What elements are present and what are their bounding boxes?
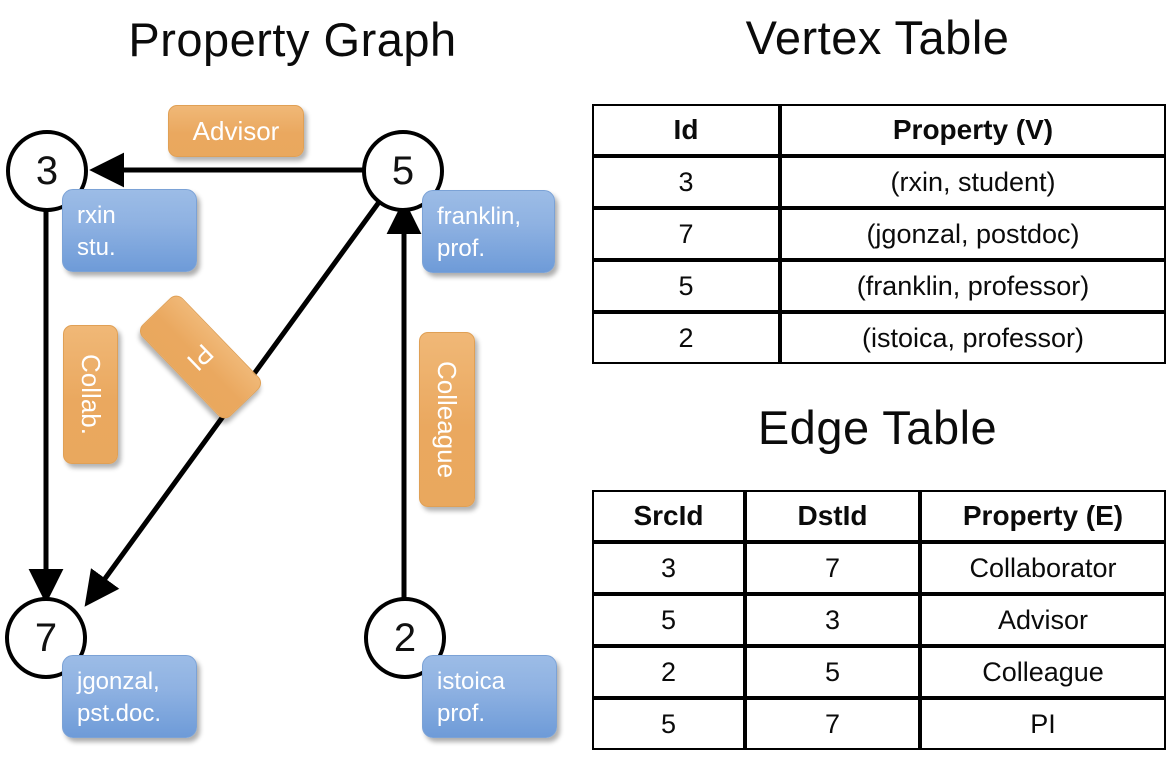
- edge-table-header-dstid: DstId: [745, 490, 920, 542]
- vertex-id-cell: 5: [592, 260, 780, 312]
- edge-label-text: Advisor: [192, 115, 280, 146]
- vertex-id-cell: 3: [592, 156, 780, 208]
- edge-dst-cell: 7: [745, 542, 920, 594]
- edge-src-cell: 5: [592, 594, 745, 646]
- vertex-prop-line: pst.doc.: [77, 699, 162, 727]
- vertex-prop-line: prof.: [437, 234, 486, 262]
- table-row[interactable]: 3 (rxin, student): [592, 156, 1166, 208]
- table-header-row: SrcId DstId Property (E): [592, 490, 1166, 542]
- edge-label-box-advisor: Advisor: [168, 105, 304, 157]
- vertex-table-header-property: Property (V): [780, 104, 1166, 156]
- edge-table-header-srcid: SrcId: [592, 490, 745, 542]
- vertex-id-cell: 2: [592, 312, 780, 364]
- graph-node-2[interactable]: 2: [364, 597, 446, 679]
- edge-dst-cell: 3: [745, 594, 920, 646]
- vertex-property-cell: (franklin, professor): [780, 260, 1166, 312]
- vertex-prop-line: prof.: [437, 699, 486, 727]
- table-row[interactable]: 2 5 Colleague: [592, 646, 1166, 698]
- edge-label-box-colleague: Colleague: [419, 332, 475, 507]
- vertex-prop-line: jgonzal,: [77, 668, 160, 695]
- edge-property-cell: PI: [920, 698, 1166, 750]
- vertex-prop-line: rxin: [77, 202, 116, 229]
- graph-node-5[interactable]: 5: [362, 130, 444, 212]
- edge-label-text: Collab.: [76, 354, 106, 435]
- vertex-id-cell: 7: [592, 208, 780, 260]
- edge-src-cell: 3: [592, 542, 745, 594]
- page-title-edge-table: Edge Table: [757, 401, 998, 454]
- vertex-property-box-istoica: istoica prof.: [422, 655, 557, 738]
- edge-property-cell: Collaborator: [920, 542, 1166, 594]
- edge-table-header-property: Property (E): [920, 490, 1166, 542]
- table-row[interactable]: 5 3 Advisor: [592, 594, 1166, 646]
- vertex-property-box-franklin: franklin, prof.: [422, 190, 555, 273]
- vertex-property-cell: (rxin, student): [780, 156, 1166, 208]
- edge-src-cell: 5: [592, 698, 745, 750]
- edge-dst-cell: 7: [745, 698, 920, 750]
- vertex-prop-line: stu.: [77, 233, 116, 261]
- edge-dst-cell: 5: [745, 646, 920, 698]
- edge-table: SrcId DstId Property (E) 3 7 Collaborato…: [592, 490, 1166, 750]
- property-graph-diagram: 3 5 7 2 rxin stu. franklin, prof. jgonza…: [5, 105, 557, 738]
- page-title-vertex-table: Vertex Table: [745, 11, 1010, 64]
- table-row[interactable]: 7 (jgonzal, postdoc): [592, 208, 1166, 260]
- table-row[interactable]: 2 (istoica, professor): [592, 312, 1166, 364]
- table-row[interactable]: 5 (franklin, professor): [592, 260, 1166, 312]
- table-header-row: Id Property (V): [592, 104, 1166, 156]
- edge-property-cell: Colleague: [920, 646, 1166, 698]
- vertex-property-box-rxin: rxin stu.: [62, 189, 197, 272]
- table-row[interactable]: 3 7 Collaborator: [592, 542, 1166, 594]
- edge-label-text: PI: [181, 338, 221, 377]
- edge-label-box-collab: Collab.: [63, 325, 118, 464]
- vertex-table: Id Property (V) 3 (rxin, student) 7 (jgo…: [592, 104, 1166, 364]
- table-row[interactable]: 5 7 PI: [592, 698, 1166, 750]
- edge-src-cell: 2: [592, 646, 745, 698]
- vertex-prop-line: istoica: [437, 668, 506, 695]
- page-title-property-graph: Property Graph: [128, 13, 457, 66]
- edge-label-text: Colleague: [432, 360, 463, 479]
- vertex-table-header-id: Id: [592, 104, 780, 156]
- vertex-property-cell: (istoica, professor): [780, 312, 1166, 364]
- vertex-property-cell: (jgonzal, postdoc): [780, 208, 1166, 260]
- vertex-prop-line: franklin,: [437, 203, 522, 230]
- vertex-property-box-jgonzal: jgonzal, pst.doc.: [62, 655, 197, 738]
- edge-property-cell: Advisor: [920, 594, 1166, 646]
